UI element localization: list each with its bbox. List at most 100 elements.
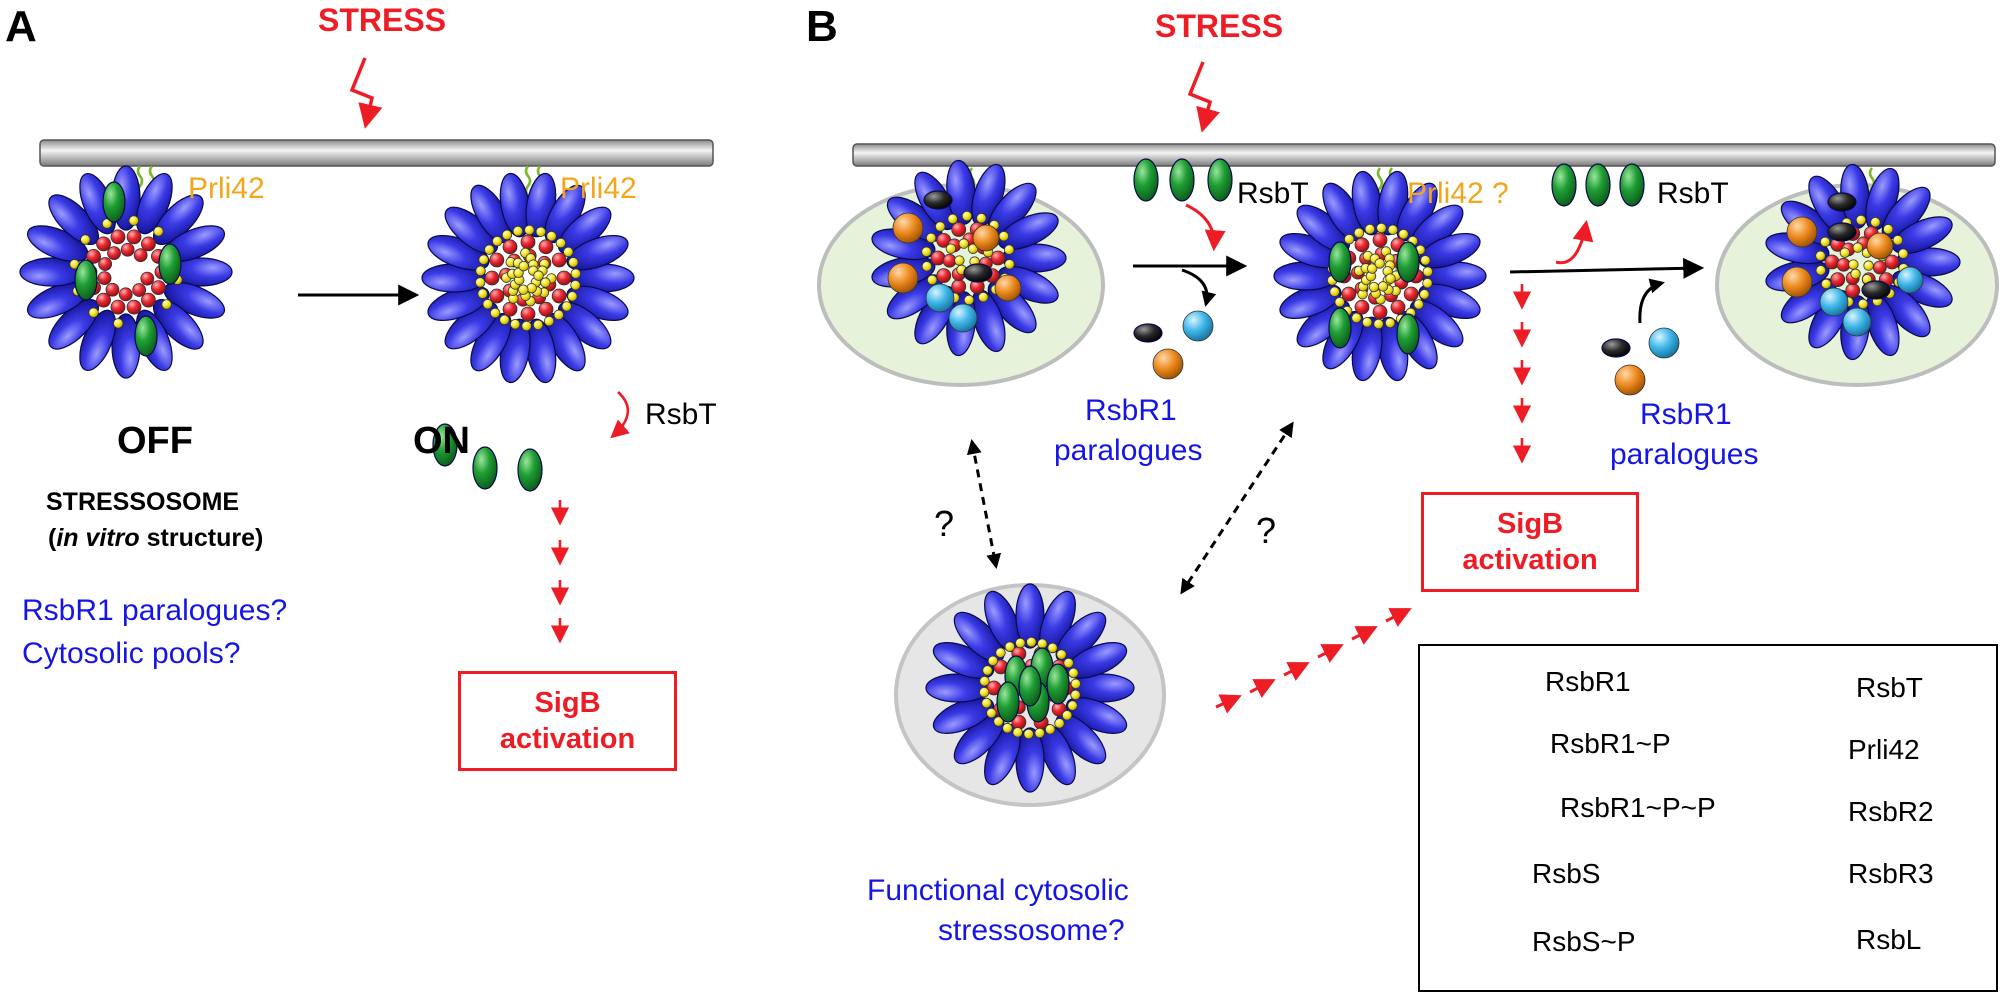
phosphate — [518, 260, 529, 272]
rsbr1-protein — [1015, 727, 1045, 793]
phosphate — [926, 274, 938, 286]
membrane-a — [39, 139, 714, 167]
phosphate — [967, 243, 979, 254]
rsbs-protein — [1830, 272, 1846, 288]
rsbs-protein — [1824, 254, 1840, 270]
rsbs-protein — [538, 301, 554, 317]
rsbs-protein — [1403, 286, 1419, 302]
rsbt-membrane-left — [1133, 158, 1159, 202]
stressosome-b-mid — [1273, 170, 1487, 382]
phosphate — [101, 218, 113, 229]
phosphate — [1897, 248, 1909, 259]
rsbs-protein — [105, 282, 120, 297]
phosphate — [1368, 281, 1380, 293]
phosphate — [532, 319, 544, 331]
dashed-arrow-left — [966, 439, 1002, 569]
rsbs-protein — [96, 292, 111, 308]
legend-rsbt: RsbT — [1856, 672, 1923, 703]
phosphate — [1815, 250, 1826, 261]
rsbl-protein — [1819, 287, 1849, 317]
rsbr3-protein — [1614, 364, 1646, 396]
rsbr3-protein — [892, 212, 924, 244]
phosphate — [954, 255, 965, 266]
rsbt-release-b-arrow — [1555, 219, 1594, 265]
rsbt-membrane-right — [1619, 163, 1645, 207]
in-vitro-italic: in vitro — [56, 524, 140, 552]
rsbs-protein — [990, 250, 1006, 266]
phosphate — [1870, 216, 1881, 228]
paralogues-left-line1: RsbR1 — [1085, 394, 1177, 427]
rsbs-protein — [951, 279, 967, 294]
phosphate — [1015, 637, 1026, 649]
phosphate — [979, 675, 990, 687]
phosphate — [555, 237, 567, 249]
paralog-bind-arrow — [1638, 278, 1665, 324]
rsbr3-protein — [1786, 216, 1818, 248]
sigb-line2-b: activation — [1462, 544, 1598, 576]
phosphate — [568, 257, 579, 268]
phosphate — [1882, 223, 1894, 235]
rsbs-protein — [126, 229, 142, 245]
sigb-line2-a: activation — [499, 723, 636, 755]
in-vitro-open: ( — [48, 524, 57, 552]
legend-rsbl: RsbL — [1856, 924, 1922, 955]
rsbt-bound — [102, 181, 126, 223]
phosphate — [945, 243, 957, 254]
phosphate — [995, 647, 1006, 658]
phosphate — [1037, 638, 1048, 649]
rsbr1-protein — [566, 234, 629, 271]
question-cytosolic-pools: Cytosolic pools? — [22, 637, 241, 670]
phosphate — [1376, 222, 1387, 234]
phosphate — [80, 234, 91, 245]
rsbr3-protein — [972, 224, 1000, 252]
rsbs-protein — [484, 270, 500, 286]
phosphate — [1023, 728, 1034, 740]
phosphate — [1815, 265, 1827, 276]
rsbr1-protein — [79, 309, 117, 372]
phosphate — [947, 213, 958, 225]
phosphate — [501, 229, 513, 241]
question-mark-right: ? — [1256, 510, 1277, 551]
cytosolic-caption-line2: stressosome? — [938, 914, 1125, 947]
rsbt-released-a — [517, 448, 543, 492]
rsbs-protein — [489, 288, 505, 304]
question-paralogues: RsbR1 paralogues? — [22, 594, 288, 627]
phosphate — [978, 687, 990, 698]
rsbr1-protein — [1015, 583, 1045, 649]
rsbs-protein — [1372, 232, 1388, 248]
phosphate — [1054, 718, 1065, 729]
phosphate — [963, 294, 975, 306]
rsbt-membrane-left — [1207, 158, 1233, 202]
rsbr1-protein — [135, 172, 173, 235]
rsbs-protein — [141, 292, 156, 308]
phosphate — [1351, 312, 1362, 324]
phosphate — [1420, 255, 1431, 266]
phosphate — [1863, 260, 1874, 271]
rsbl-protein — [1842, 307, 1872, 337]
cytosolic-caption-line1: Functional cytosolic — [867, 874, 1129, 907]
rsbt-bound — [1396, 313, 1420, 355]
stress-bolt-a — [349, 57, 383, 129]
rsbt-bind-arrow — [1185, 203, 1226, 252]
phosphate — [1374, 258, 1385, 269]
cytosolic-to-sigb-2 — [1283, 662, 1310, 681]
phosphate — [925, 232, 937, 244]
prli42-question-label: Prli42 ? — [1407, 177, 1509, 210]
stress-label-b: STRESS — [1155, 8, 1284, 44]
phosphate — [1004, 641, 1016, 652]
rsbs-protein — [551, 288, 567, 304]
phosphate — [1857, 298, 1869, 310]
phosphate — [484, 244, 495, 255]
phosphate — [1044, 724, 1056, 735]
cytosolic-to-sigb-3 — [1317, 644, 1344, 663]
phosphate — [1384, 317, 1396, 329]
rsbs-protein — [1872, 260, 1887, 275]
phosphate — [1361, 317, 1373, 328]
rsbr1-protein — [153, 299, 204, 350]
prli42-label-off: Prli42 — [188, 172, 265, 205]
rsbr1-protein — [932, 642, 995, 679]
rsbr1-protein — [153, 194, 204, 245]
phosphate — [1056, 649, 1067, 660]
sigb-activation-box-b: SigB activation — [1421, 492, 1639, 592]
